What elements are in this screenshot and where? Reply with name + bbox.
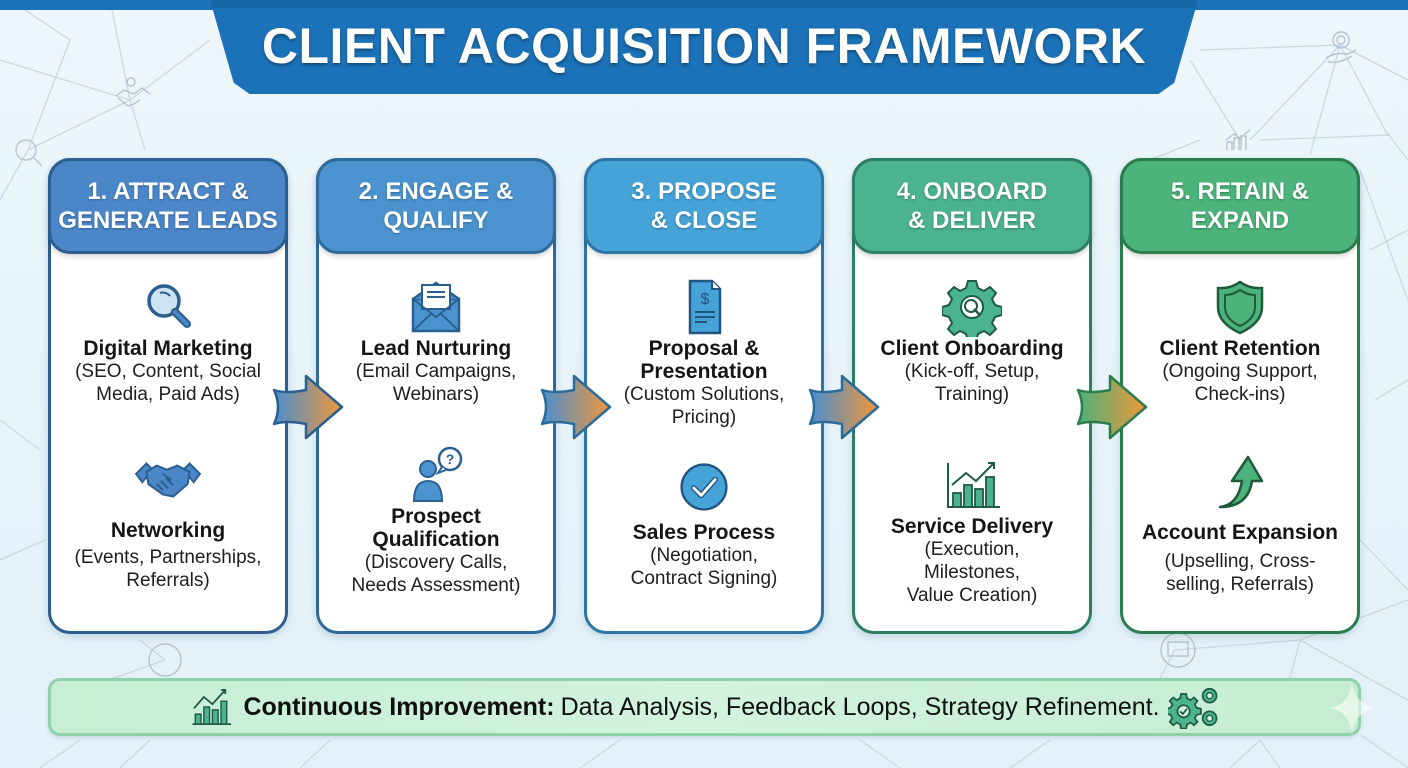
stage-4-item-2: Service Delivery (Execution, Milestones,… [855, 455, 1089, 607]
svg-text:$: $ [701, 291, 710, 308]
item-title: Prospect Qualification [372, 505, 500, 551]
continuous-improvement-banner: Continuous Improvement: Data Analysis, F… [48, 678, 1361, 736]
sparkle-icon [1330, 682, 1376, 734]
stage-5-item-2: Account Expansion (Upselling, Cross- sel… [1123, 451, 1357, 596]
stage-3-header: 3. PROPOSE & CLOSE [584, 158, 824, 254]
stage-2-title: 2. ENGAGE & QUALIFY [358, 178, 514, 234]
stage-3-card: 3. PROPOSE & CLOSE $ Proposal & Presenta… [584, 158, 824, 634]
flow-arrow-4-to-5 [1076, 374, 1148, 440]
stage-1-item-2: Networking (Events, Partnerships, Referr… [51, 453, 285, 592]
stage-5-item-1: Client Retention (Ongoing Support, Check… [1123, 277, 1357, 406]
stage-3-title: 3. PROPOSE & CLOSE [631, 178, 777, 234]
footer-text: Data Analysis, Feedback Loops, Strategy … [560, 692, 1160, 721]
dollar-document-icon: $ [688, 279, 722, 335]
item-title: Client Onboarding [880, 337, 1064, 360]
stage-5-title: 5. RETAIN & EXPAND [1170, 178, 1310, 234]
growth-chart-icon [947, 462, 1000, 508]
stage-1-item-1: Digital Marketing (SEO, Content, Social … [51, 277, 285, 406]
item-detail: (Custom Solutions, Pricing) [623, 384, 785, 428]
item-detail: (Email Campaigns, Webinars) [355, 361, 517, 405]
item-detail: (Discovery Calls, Needs Assessment) [351, 552, 521, 596]
stage-4-card: 4. ONBOARD & DELIVER Client Onboarding (… [852, 158, 1092, 634]
item-detail: (Upselling, Cross- selling, Referrals) [1164, 551, 1316, 595]
magnifier-icon [147, 284, 191, 328]
item-title: Digital Marketing [83, 337, 253, 360]
page-title: CLIENT ACQUISITION FRAMEWORK [261, 18, 1147, 74]
item-title: Proposal & Presentation [640, 337, 768, 383]
background-icons [15, 31, 1357, 677]
stage-2-item-1: Lead Nurturing (Email Campaigns, Webinar… [319, 277, 553, 406]
item-detail: (Ongoing Support, Check-ins) [1162, 361, 1318, 405]
envelope-icon [411, 281, 461, 333]
check-circle-icon [680, 463, 728, 511]
item-detail: (Kick-off, Setup, Training) [904, 361, 1040, 405]
stage-1-header: 1. ATTRACT & GENERATE LEADS [48, 158, 288, 254]
item-title: Client Retention [1159, 337, 1321, 360]
gear-icon [942, 280, 1002, 337]
stage-5-header: 5. RETAIN & EXPAND [1120, 158, 1360, 254]
item-detail: (Negotiation, Contract Signing) [630, 545, 778, 589]
item-title: Lead Nurturing [360, 337, 512, 360]
person-question-icon: ? [412, 446, 463, 502]
curved-up-arrow-icon [1218, 455, 1264, 509]
handshake-icon [134, 462, 202, 498]
flow-arrow-3-to-4 [808, 374, 880, 440]
item-title: Networking [110, 519, 226, 542]
footer-label: Continuous Improvement: [243, 692, 555, 721]
item-detail: (Events, Partnerships, Referrals) [74, 547, 262, 591]
flow-arrow-1-to-2 [272, 374, 344, 440]
gears-icon [1167, 687, 1217, 729]
stage-4-header: 4. ONBOARD & DELIVER [852, 158, 1092, 254]
stage-3-item-1: $ Proposal & Presentation (Custom Soluti… [587, 277, 821, 429]
growth-chart-icon [192, 688, 232, 726]
item-detail: (SEO, Content, Social Media, Paid Ads) [75, 361, 261, 405]
stage-1-card: 1. ATTRACT & GENERATE LEADS Digital Mark… [48, 158, 288, 634]
item-title: Account Expansion [1141, 521, 1339, 544]
stage-2-header: 2. ENGAGE & QUALIFY [316, 158, 556, 254]
stage-4-item-1: Client Onboarding (Kick-off, Setup, Trai… [855, 277, 1089, 406]
title-banner: CLIENT ACQUISITION FRAMEWORK [210, 0, 1198, 94]
stage-4-title: 4. ONBOARD & DELIVER [896, 178, 1048, 234]
svg-text:?: ? [446, 451, 455, 467]
item-title: Sales Process [632, 521, 776, 544]
stage-5-card: 5. RETAIN & EXPAND Client Retention (Ong… [1120, 158, 1360, 634]
stage-2-card: 2. ENGAGE & QUALIFY Lead Nurturing (Emai… [316, 158, 556, 634]
stage-2-item-2: ? Prospect Qualification (Discovery Call… [319, 445, 553, 597]
stage-1-title: 1. ATTRACT & GENERATE LEADS [58, 178, 278, 234]
shield-icon [1216, 280, 1264, 335]
item-title: Service Delivery [890, 515, 1054, 538]
flow-arrow-2-to-3 [540, 374, 612, 440]
stage-3-item-2: Sales Process (Negotiation, Contract Sig… [587, 459, 821, 590]
item-detail: (Execution, Milestones, Value Creation) [906, 539, 1038, 606]
